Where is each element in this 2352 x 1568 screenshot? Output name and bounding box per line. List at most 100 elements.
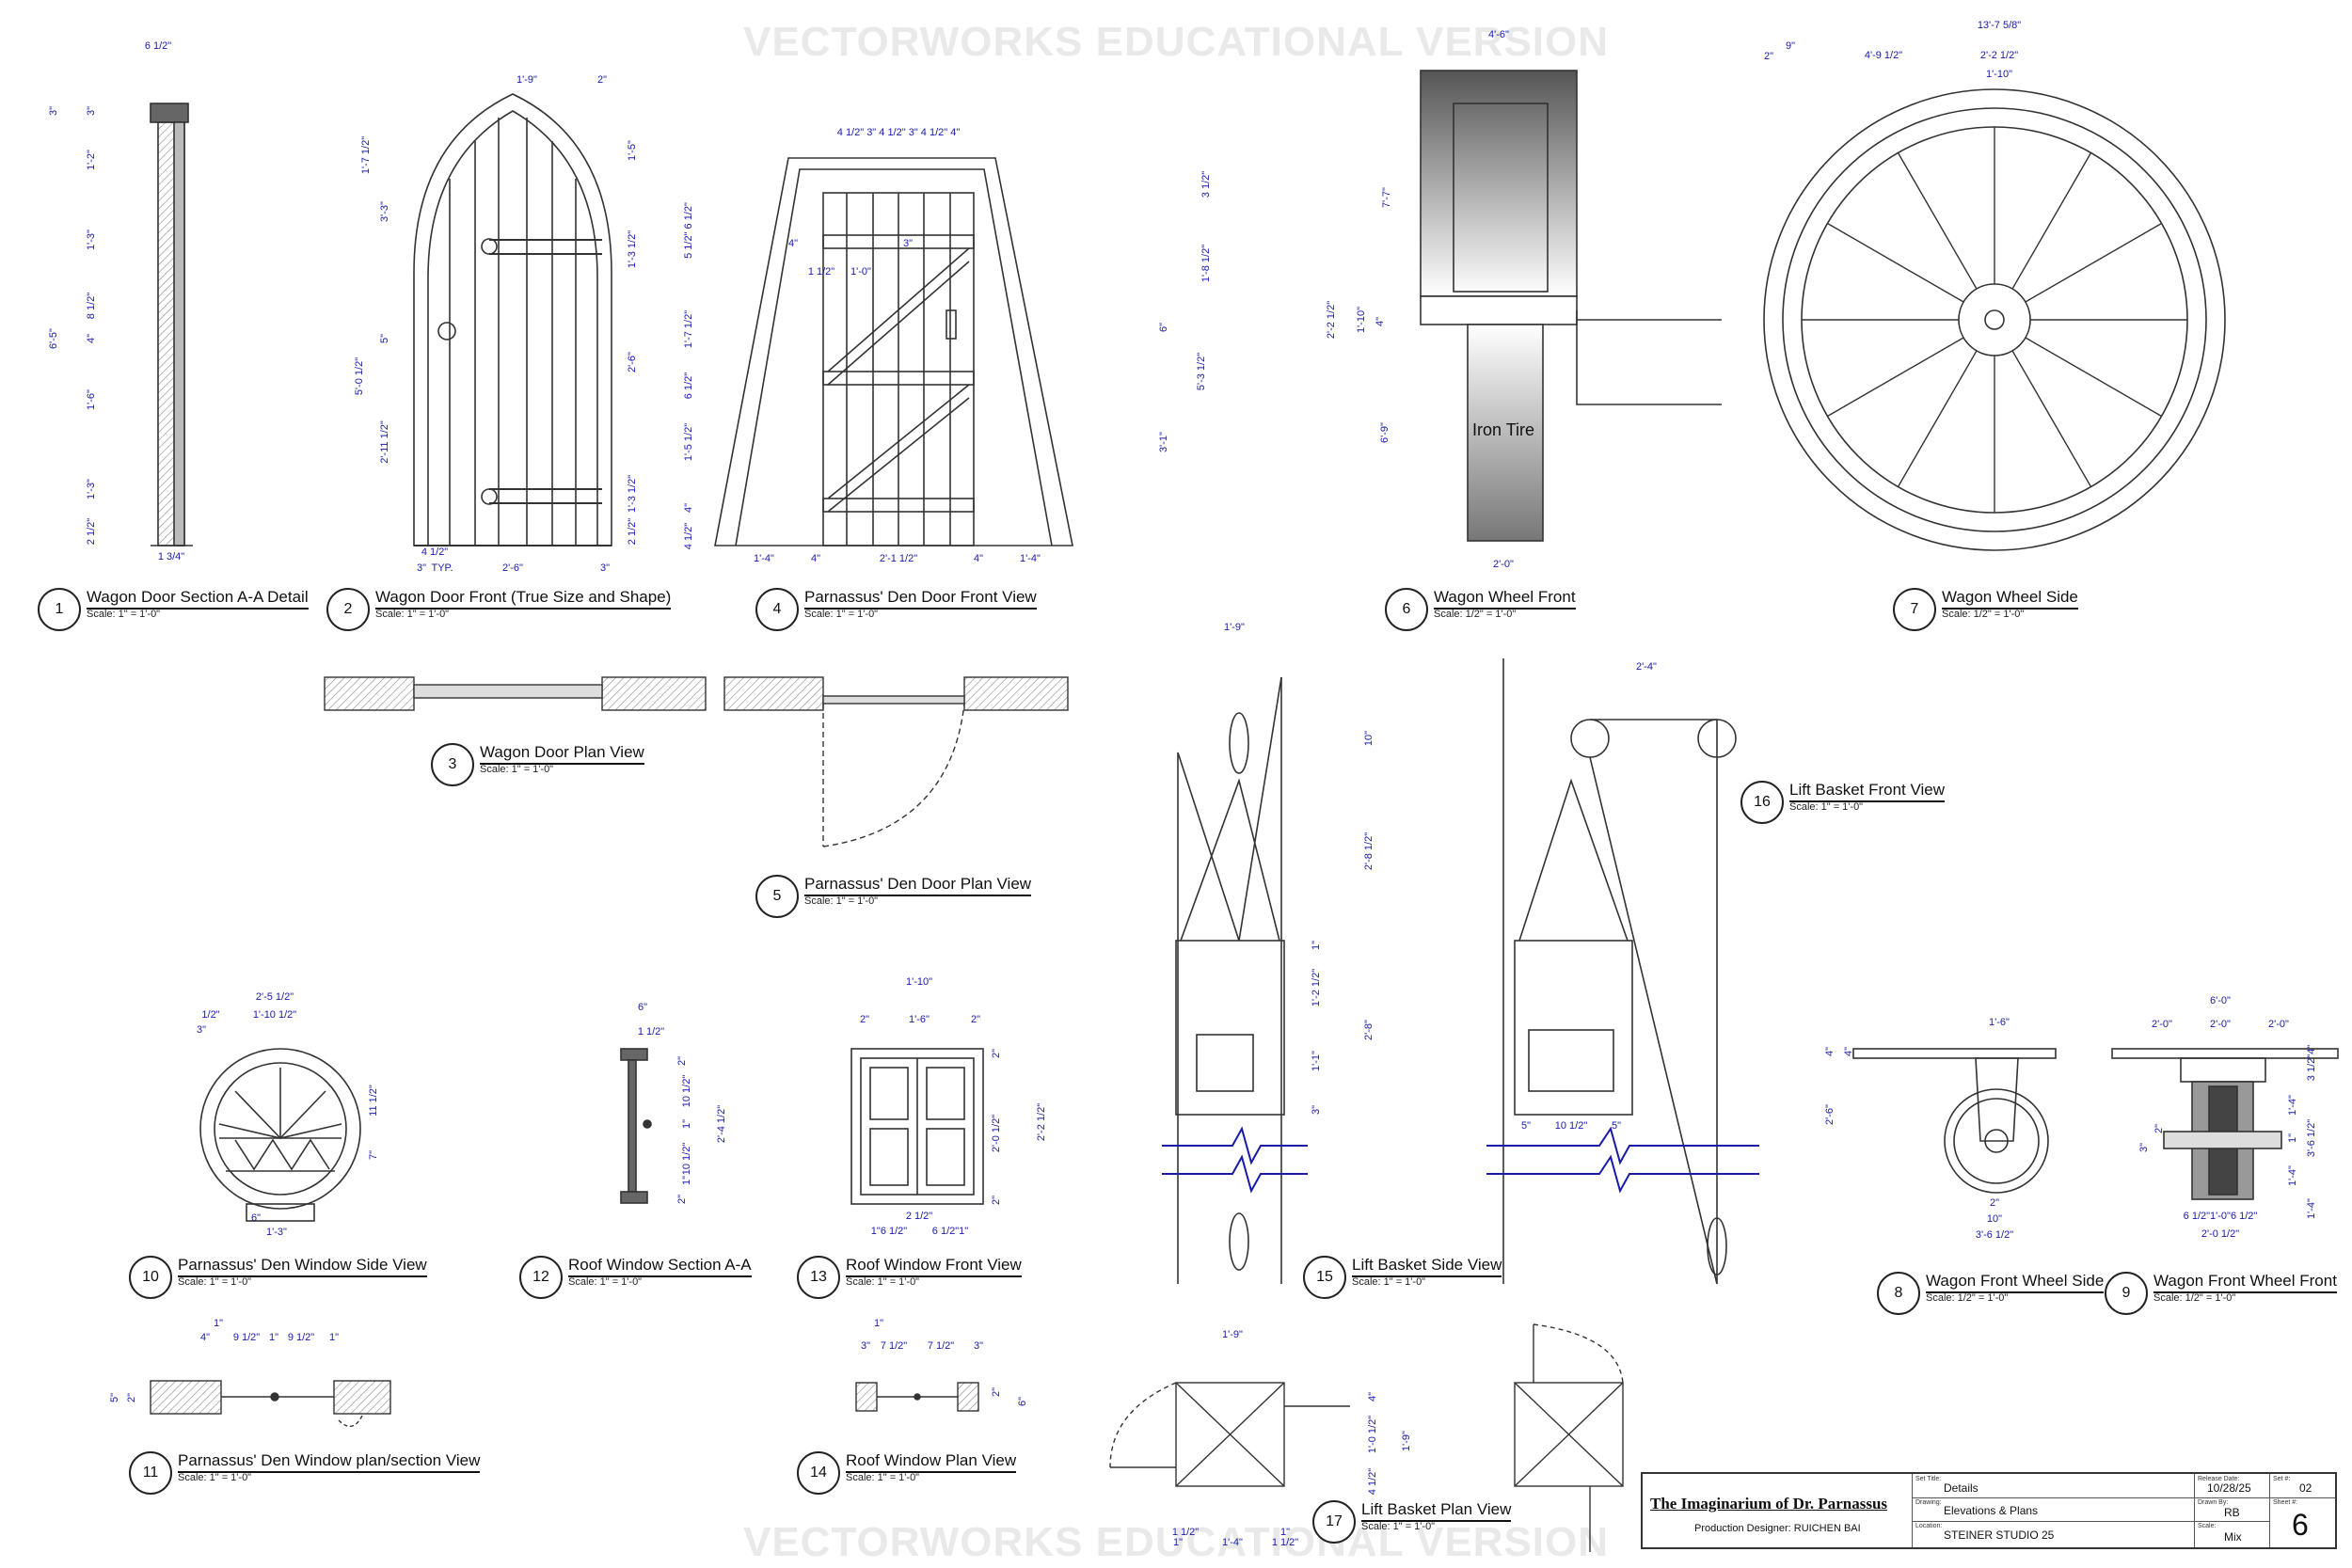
drawing-scale: Scale: 1" = 1'-0" (846, 1276, 920, 1288)
dimension-label: 4 1/2" (1367, 1468, 1378, 1495)
dimension-label: 6 1/2"1'-0"6 1/2" (2184, 1211, 2258, 1222)
drawing-name: Roof Window Section A-A (568, 1256, 752, 1277)
dimension-label: 1'-6" (86, 389, 97, 410)
dimension-label: 1'-2 1/2" (1311, 969, 1322, 1006)
dimension-label: 2" (126, 1393, 137, 1402)
dimension-label: 1'-3" (86, 230, 97, 250)
dimension-label: 5" (109, 1393, 120, 1402)
dimension-label: 10" (1987, 1213, 2002, 1225)
drawing-name: Wagon Wheel Front (1434, 588, 1576, 610)
dimension-label: 2'-2 1/2" (1980, 50, 2018, 61)
dimension-label: 2'-6" (627, 352, 638, 372)
dimension-label: 1'-7 1/2" (360, 136, 372, 174)
dimension-label: 8 1/2" (86, 293, 97, 319)
dimension-label: 1" (874, 1318, 883, 1329)
drawn-by-value: RB (2224, 1506, 2240, 1519)
dimension-label: 1'-9" (1222, 1329, 1243, 1340)
divider (1912, 1474, 1913, 1547)
dimension-label: 2 1/2" (86, 518, 97, 545)
dimension-label: 2'-0 1/2" (2201, 1228, 2239, 1240)
dimension-label: 1'-4" (2306, 1198, 2317, 1219)
dimension-label: 2'-6" (502, 562, 523, 574)
drawing-number: 11 (129, 1451, 172, 1495)
dimension-label: 4" (1824, 1047, 1836, 1056)
location-value: STEINER STUDIO 25 (1944, 1528, 2055, 1542)
drawing-name: Roof Window Front View (846, 1256, 1022, 1277)
dimension-label: 6 1/2" (145, 40, 171, 52)
dimension-label: 4'-9 1/2" (1865, 50, 1902, 61)
dimension-label: 2'-2 1/2" (1036, 1103, 1047, 1141)
dimension-label: TYP. (431, 562, 453, 574)
dimension-label: 2" (991, 1387, 1002, 1397)
scale-value: Mix (2224, 1530, 2242, 1544)
dimension-label: 1'-4" (754, 553, 774, 564)
dimension-label: 1'-9" (1401, 1431, 1412, 1451)
dimension-label: 4" (974, 553, 983, 564)
drawing-name: Wagon Front Wheel Side (1926, 1272, 2105, 1293)
dimension-label: 1'-9" (516, 74, 537, 86)
dimension-label: 1'-1" (1311, 1051, 1322, 1071)
dimension-label: 3 1/2" (1200, 171, 1212, 198)
dimension-label: 1'-3 1/2" (627, 475, 638, 513)
dimension-label: 4" (1843, 1047, 1854, 1056)
dimension-label: 10" (1363, 731, 1375, 746)
dimension-label: 9" (1786, 40, 1795, 52)
dimension-labels: 6 1/2"3"3"1'-2"1'-3"8 1/2"4"6'-5"1'-6"1'… (48, 20, 2317, 1548)
drawing-number: 10 (129, 1256, 172, 1299)
dimension-label: 1'-10" (1986, 69, 2012, 80)
dimension-label: 4" (811, 553, 820, 564)
dimension-label: 3" (86, 106, 97, 116)
release-date-value: 10/28/25 (2207, 1481, 2251, 1495)
dimension-label: 1 1/2" (1172, 1527, 1199, 1538)
dimension-label: 2" (2153, 1124, 2165, 1133)
dimension-label: 13'-7 5/8" (1978, 20, 2021, 31)
designer-credit: Production Designer: RUICHEN BAI (1694, 1523, 1861, 1534)
wheel-spoke (1897, 152, 1978, 290)
dimension-label: 1'-0 1/2" (1367, 1416, 1378, 1453)
roof-window-plan (855, 1382, 979, 1412)
wheel-spoke (1827, 337, 1964, 418)
dimension-label: 1 1/2" (1272, 1537, 1298, 1548)
location-label: Location: (1915, 1523, 1943, 1529)
dimension-label: 6 1/2"1" (932, 1226, 968, 1237)
drawing-scale: Scale: 1" = 1'-0" (804, 895, 879, 907)
drawing-scale: Scale: 1" = 1'-0" (178, 1276, 252, 1288)
dimension-label: 5 1/2" 6 1/2" (683, 202, 694, 259)
drawing-number: 12 (519, 1256, 563, 1299)
wagon-door-section (150, 103, 193, 546)
drawing-scale: Scale: 1" = 1'-0" (87, 609, 161, 620)
divider (2269, 1474, 2270, 1547)
dimension-label: 2" (597, 74, 607, 86)
drawing-number: 16 (1740, 781, 1784, 824)
dimension-label: 2" (860, 1014, 869, 1025)
lift-basket-front (1502, 658, 1737, 1285)
front-wheel-front (2111, 1048, 2339, 1200)
divider (2269, 1497, 2335, 1498)
dimension-label: 1'-10 1/2" (253, 1009, 296, 1021)
set-title-label: Set Title: (1915, 1476, 1942, 1482)
divider (2194, 1474, 2195, 1547)
dimension-label: 6" (638, 1002, 647, 1013)
drawing-name: Wagon Door Front (True Size and Shape) (375, 588, 672, 610)
drawing-number: 3 (431, 743, 474, 786)
dimension-label: 2'-8" (1363, 1020, 1375, 1040)
drawing-number: 1 (38, 588, 81, 631)
dimension-label: 2" (676, 1056, 688, 1066)
wagon-wheel-front (1420, 70, 1722, 542)
drawing-number: 8 (1877, 1272, 1920, 1315)
dimension-label: 1" (1173, 1537, 1183, 1548)
sheet-number-value: 6 (2292, 1508, 2309, 1542)
lift-basket-plan (1109, 1323, 1624, 1552)
dimension-label: 2'-0" (2152, 1019, 2172, 1030)
project-title: The Imaginarium of Dr. Parnassus (1650, 1495, 1888, 1513)
wagon-door-plan (324, 676, 707, 711)
title-block: The Imaginarium of Dr. Parnassus Product… (1641, 1472, 2337, 1549)
dimension-label: 6'-9" (1379, 422, 1391, 443)
drawing-scale: Scale: 1/2" = 1'-0" (1434, 609, 1517, 620)
dimension-label: 2" (991, 1196, 1002, 1205)
dimension-label: 3'-3" (379, 201, 390, 222)
dimension-label: 1'-0" (850, 266, 871, 277)
drawing-number: 7 (1893, 588, 1936, 631)
dimension-label: 4" (1375, 317, 1386, 326)
